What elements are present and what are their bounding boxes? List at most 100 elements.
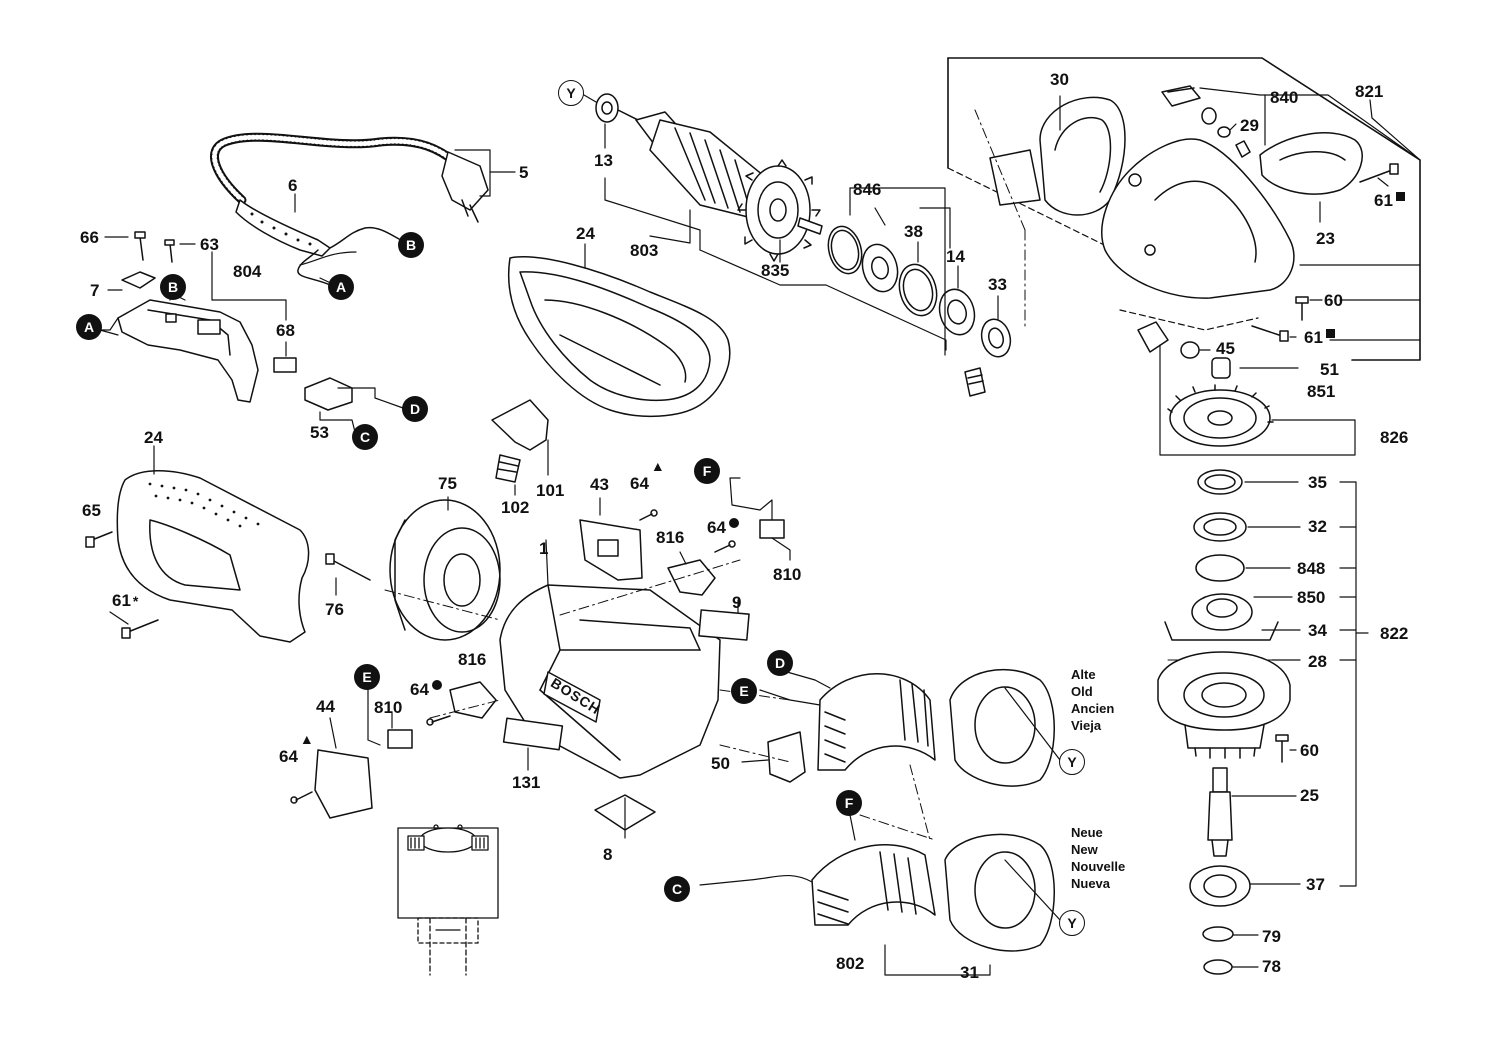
note-old-de: Alte [1071, 667, 1096, 682]
part-number-66: 66 [80, 228, 99, 247]
part-number-848: 848 [1297, 559, 1326, 578]
part-number-101: 101 [536, 481, 565, 500]
part-number-803: 803 [630, 241, 659, 260]
part-number-53: 53 [310, 423, 329, 442]
part-number-78: 78 [1262, 957, 1281, 976]
part-number-9: 9 [732, 593, 742, 612]
part-number-13: 13 [594, 151, 613, 170]
part-number-102: 102 [501, 498, 530, 517]
part-number-68: 68 [276, 321, 295, 340]
part-number-51: 51 [1320, 360, 1339, 379]
part-number-63: 63 [200, 235, 219, 254]
callout-b-cord: B [398, 232, 424, 258]
part-number-131: 131 [512, 773, 541, 792]
part-number-65: 65 [82, 501, 101, 520]
part-number-31: 31 [960, 963, 979, 982]
triangle-symbol: ▲ [650, 458, 665, 474]
part-number-64-dot: 64 [707, 518, 739, 536]
note-new-en: New [1071, 842, 1098, 857]
part-number-6: 6 [288, 176, 298, 195]
field-coil-new [699, 814, 1061, 976]
part-number-32: 32 [1308, 517, 1327, 536]
rear-handle [85, 470, 310, 643]
note-new-es: Nueva [1071, 876, 1111, 891]
callout-c-switch: C [352, 424, 378, 450]
part-number-60-low: 60 [1300, 741, 1319, 760]
part-number-816-top: 816 [656, 528, 685, 547]
field-coil-old [741, 668, 1061, 787]
part-number-64-triangle: 64▲ [630, 458, 665, 493]
part-number-33: 33 [988, 275, 1007, 294]
part-number-34: 34 [1308, 621, 1327, 640]
part-number-30: 30 [1050, 70, 1069, 89]
callout-d-switch: D [402, 396, 428, 422]
note-new-fr: Nouvelle [1071, 859, 1126, 874]
part-number-45: 45 [1216, 339, 1235, 358]
note-old-fr: Ancien [1071, 701, 1115, 716]
callout-b-switch: B [160, 274, 186, 300]
part-number-846: 846 [853, 180, 882, 199]
handle-housing-top [507, 256, 731, 418]
callout-f-coil: F [836, 790, 862, 816]
part-number-1: 1 [539, 539, 549, 558]
part-number-5: 5 [519, 163, 529, 182]
part-number-850: 850 [1297, 588, 1326, 607]
part-number-23: 23 [1316, 229, 1335, 248]
part-number-822: 822 [1380, 624, 1409, 643]
dot-symbol [431, 680, 442, 690]
armature [595, 93, 823, 262]
part-number-38: 38 [904, 222, 923, 241]
leader-lines-gearhead [1059, 87, 1421, 369]
leader-lines-spindle [1231, 481, 1369, 968]
part-number-24-top: 24 [576, 224, 595, 243]
part-number-25: 25 [1300, 786, 1319, 805]
part-number-35: 35 [1308, 473, 1327, 492]
square-symbol [1325, 329, 1335, 338]
note-old-en: Old [1071, 684, 1093, 699]
part-number-802: 802 [836, 954, 865, 973]
part-number-29: 29 [1240, 116, 1259, 135]
part-number-64-left-dot: 64 [410, 680, 442, 698]
part-number-79: 79 [1262, 927, 1281, 946]
spindle-column [1157, 469, 1291, 975]
callout-a-left: A [76, 314, 102, 340]
part-number-851: 851 [1307, 382, 1336, 401]
part-number-28: 28 [1308, 652, 1327, 671]
callout-y-armature: Y [558, 80, 584, 106]
part-number-7: 7 [90, 281, 100, 300]
callout-d-coil: D [767, 650, 793, 676]
note-old-version: Alte Old Ancien Vieja [1071, 666, 1114, 734]
note-new-version: Neue New Nouvelle Nueva [1071, 824, 1125, 892]
left-low-parts [290, 681, 656, 839]
part-number-75: 75 [438, 474, 457, 493]
center-small-parts [491, 399, 791, 641]
part-number-810-right: 810 [773, 565, 802, 584]
switch-assembly [117, 231, 353, 411]
part-number-835: 835 [761, 261, 790, 280]
wiring-schematic [397, 824, 499, 976]
leader-lines-bearings [849, 187, 999, 356]
callout-e-brush: E [354, 664, 380, 690]
bearing-stack [827, 225, 1012, 397]
part-number-44: 44 [316, 697, 335, 716]
leader-lines-cord [294, 149, 516, 213]
part-number-61-top: 61 [1374, 192, 1405, 209]
leader-lines-armature [583, 94, 947, 351]
part-number-43: 43 [590, 475, 609, 494]
part-number-826: 826 [1380, 428, 1409, 447]
callout-e-coil: E [731, 678, 757, 704]
note-old-es: Vieja [1071, 718, 1102, 733]
dot-symbol [728, 518, 739, 528]
power-cord [210, 132, 489, 286]
callout-y-new: Y [1059, 910, 1085, 936]
callout-c-coil: C [664, 876, 690, 902]
note-new-de: Neue [1071, 825, 1103, 840]
part-number-816-low: 816 [458, 650, 487, 669]
part-number-50: 50 [711, 754, 730, 773]
callout-f-brush: F [694, 458, 720, 484]
part-number-61-mid: 61 [1304, 329, 1335, 346]
part-number-804: 804 [233, 262, 262, 281]
part-number-821: 821 [1355, 82, 1384, 101]
